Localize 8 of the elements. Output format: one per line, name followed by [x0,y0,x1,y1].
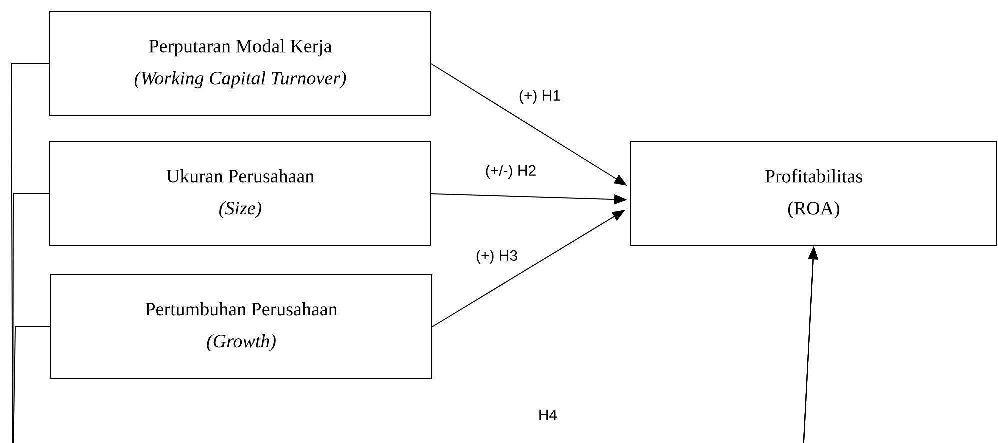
hypothesis-label: H4 [540,410,558,420]
variable-box: Ukuran Perusahaan (Size) [50,142,432,246]
variable-box: Pertumbuhan Perusahaan (Growth) [50,274,432,380]
edge-label: (+) H1 [518,89,562,105]
variable-box: Perputaran Modal Kerja (Working Capital Turnover) [50,12,432,116]
edge-label: (+/-) H2 [484,164,538,180]
edge-label: (+) H3 [474,249,520,265]
variable-box: Profitabilitas (ROA) [630,142,998,246]
